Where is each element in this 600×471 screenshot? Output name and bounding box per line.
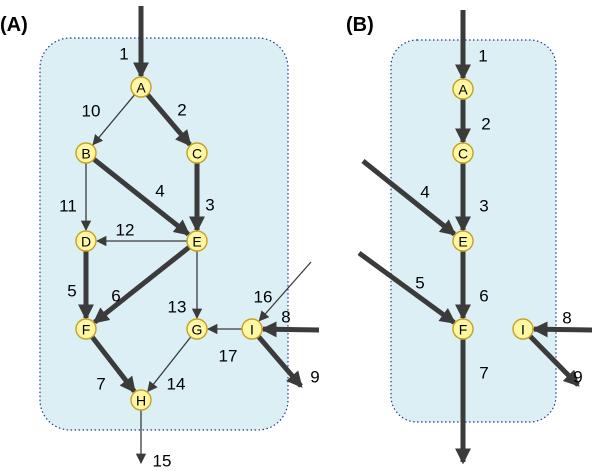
node-a-f: F	[75, 318, 97, 340]
edge-label-a-12: 12	[116, 221, 135, 240]
edge-label-a-8: 8	[281, 308, 290, 327]
edge-label-a-4: 4	[155, 182, 164, 201]
node-a-e: E	[186, 230, 208, 252]
node-label: A	[458, 82, 468, 98]
edge-b-4	[361, 159, 457, 237]
node-b-c: C	[452, 142, 474, 164]
edge-label-a-1: 1	[119, 45, 128, 64]
edge-label-a-17: 17	[219, 347, 238, 366]
node-circle	[130, 389, 152, 411]
node-circle	[241, 318, 263, 340]
edge-a-7	[90, 335, 137, 394]
edge-a-6	[92, 245, 191, 325]
node-a-d: D	[75, 230, 97, 252]
edge-label-b-9: 9	[573, 368, 582, 387]
nodes-layer: A B C D E F G H I A C E F I	[75, 76, 534, 411]
edge-label-a-10: 10	[82, 102, 101, 121]
node-circle	[75, 230, 97, 252]
node-label: B	[81, 146, 90, 162]
node-a-h: H	[130, 389, 152, 411]
container-box-b	[390, 39, 557, 423]
edge-label-b-1: 1	[478, 47, 487, 66]
edge-label-a-15: 15	[153, 452, 172, 471]
node-label: F	[459, 322, 468, 338]
edge-b-8	[531, 321, 593, 338]
panel-label-a: (A)	[0, 14, 28, 36]
edge-label-b-5: 5	[415, 274, 424, 293]
node-label: C	[458, 146, 468, 162]
edge-label-a-16: 16	[254, 288, 273, 307]
edge-label-a-3: 3	[205, 196, 214, 215]
node-circle	[452, 230, 474, 252]
edge-a-10	[92, 94, 136, 146]
node-a-c: C	[186, 142, 208, 164]
edge-label-b-7: 7	[479, 364, 488, 383]
node-label: A	[136, 80, 146, 96]
node-a-g: G	[186, 318, 208, 340]
edge-label-b-3: 3	[479, 197, 488, 216]
node-label: G	[192, 322, 203, 338]
node-circle	[512, 318, 534, 340]
edge-label-b-8: 8	[562, 309, 571, 328]
node-b-e: E	[452, 230, 474, 252]
edge-label-a-7: 7	[96, 375, 105, 394]
edge-label-b-4: 4	[420, 183, 429, 202]
edge-label-a-14: 14	[167, 375, 186, 394]
edge-b-5	[357, 250, 457, 325]
edge-a-14	[147, 336, 192, 393]
edge-a-16	[258, 261, 312, 322]
edge-label-a-6: 6	[111, 287, 120, 306]
edge-a-2	[145, 93, 192, 147]
edge-a-4	[92, 157, 191, 237]
node-circle	[186, 142, 208, 164]
node-circle	[75, 142, 97, 164]
node-circle	[186, 230, 208, 252]
edge-label-b-2: 2	[481, 115, 490, 134]
edge-label-b-6: 6	[479, 287, 488, 306]
node-a-a: A	[130, 76, 152, 98]
node-label: E	[192, 234, 201, 250]
node-b-f: F	[452, 318, 474, 340]
edge-label-a-5: 5	[67, 282, 76, 301]
node-label: D	[81, 234, 91, 250]
node-label: F	[82, 322, 91, 338]
node-b-a: A	[452, 78, 474, 100]
edge-label-a-11: 11	[59, 197, 77, 216]
node-circle	[452, 318, 474, 340]
edge-a-9	[256, 334, 303, 388]
node-circle	[186, 318, 208, 340]
edge-label-a-13: 13	[168, 298, 187, 317]
edge-a-8	[260, 321, 320, 338]
node-b-i: I	[512, 318, 534, 340]
node-circle	[75, 318, 97, 340]
node-circle	[452, 78, 474, 100]
node-a-b: B	[75, 142, 97, 164]
edges-layer	[77, 6, 593, 465]
edge-label-a-2: 2	[177, 101, 186, 120]
edge-label-a-9: 9	[310, 368, 319, 387]
edge-b-9	[528, 334, 580, 387]
node-a-i: I	[241, 318, 263, 340]
node-label: I	[250, 322, 254, 338]
panel-label-b: (B)	[346, 14, 374, 36]
node-label: I	[521, 322, 525, 338]
node-label: E	[458, 234, 467, 250]
node-label: C	[192, 146, 202, 162]
node-circle	[452, 142, 474, 164]
node-circle	[130, 76, 152, 98]
node-label: H	[136, 393, 146, 409]
